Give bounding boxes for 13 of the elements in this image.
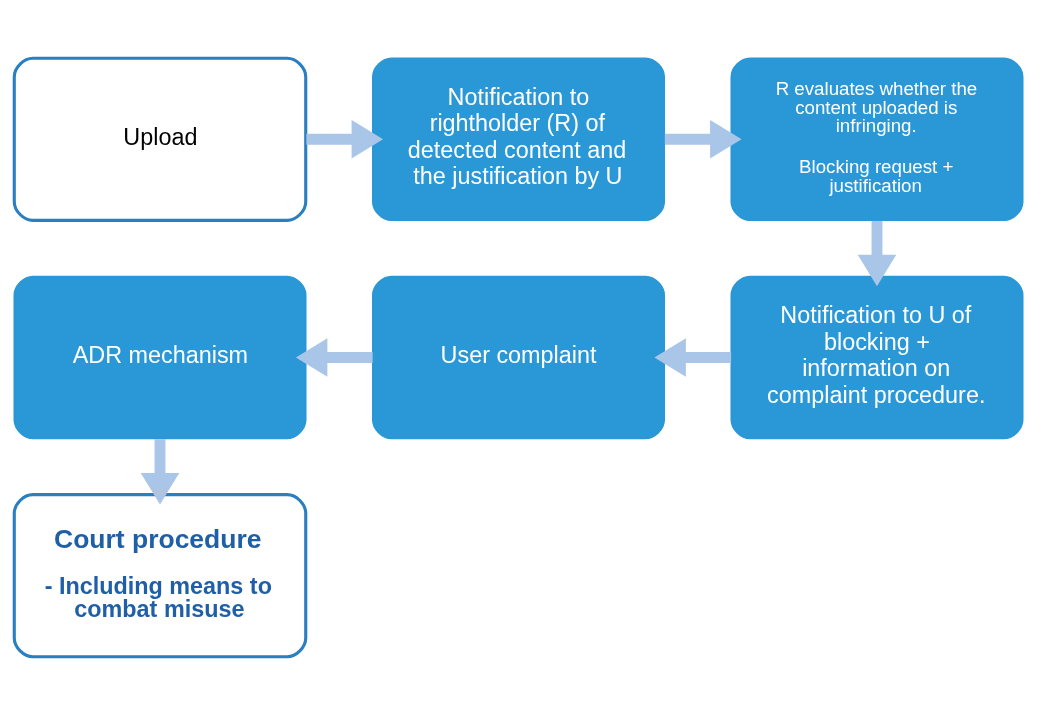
arrow (306, 119, 384, 159)
node-box: Notification to U of blocking + information on complaint procedure. (730, 275, 1024, 439)
arrow (140, 438, 180, 504)
node-box: R evaluates whether the content uploaded is infringing. Blocking request + justification (730, 56, 1024, 221)
arrow (857, 220, 897, 286)
arrow (664, 119, 742, 159)
arrow (654, 337, 732, 377)
node-box: User complaint (372, 275, 665, 439)
arrow (295, 337, 373, 377)
node-box: ADR mechanism (13, 275, 307, 439)
node-box: Notification to rightholder (R) of detected content and the justification by U (372, 56, 665, 221)
node-box: Court procedure - Including means to combat misuse (12, 492, 308, 658)
node-box: Upload (12, 56, 308, 222)
